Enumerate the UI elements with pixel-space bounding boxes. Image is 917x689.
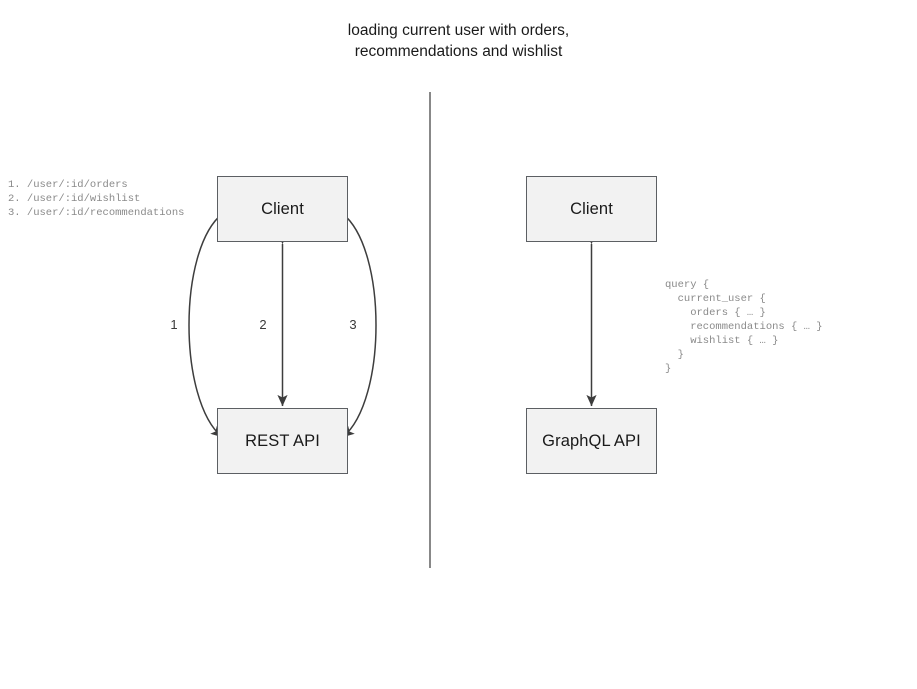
rest-endpoint-list: 1. /user/:id/orders 2. /user/:id/wishlis… bbox=[8, 179, 185, 219]
connector-3-recommendations bbox=[331, 203, 377, 438]
graphql-query-snippet: query { current_user { orders { … } reco… bbox=[665, 279, 823, 375]
edge-label-1: 1 bbox=[170, 317, 178, 332]
edge-label-3: 3 bbox=[349, 317, 357, 332]
node-client-graphql[interactable]: Client bbox=[526, 176, 657, 242]
node-graphql-api[interactable]: GraphQL API bbox=[526, 408, 657, 474]
connector-1-orders bbox=[188, 203, 234, 438]
edge-label-2: 2 bbox=[259, 317, 267, 332]
page-title: loading current user with orders, recomm… bbox=[347, 22, 570, 60]
node-client-rest[interactable]: Client bbox=[217, 176, 348, 242]
node-rest-api[interactable]: REST API bbox=[217, 408, 348, 474]
